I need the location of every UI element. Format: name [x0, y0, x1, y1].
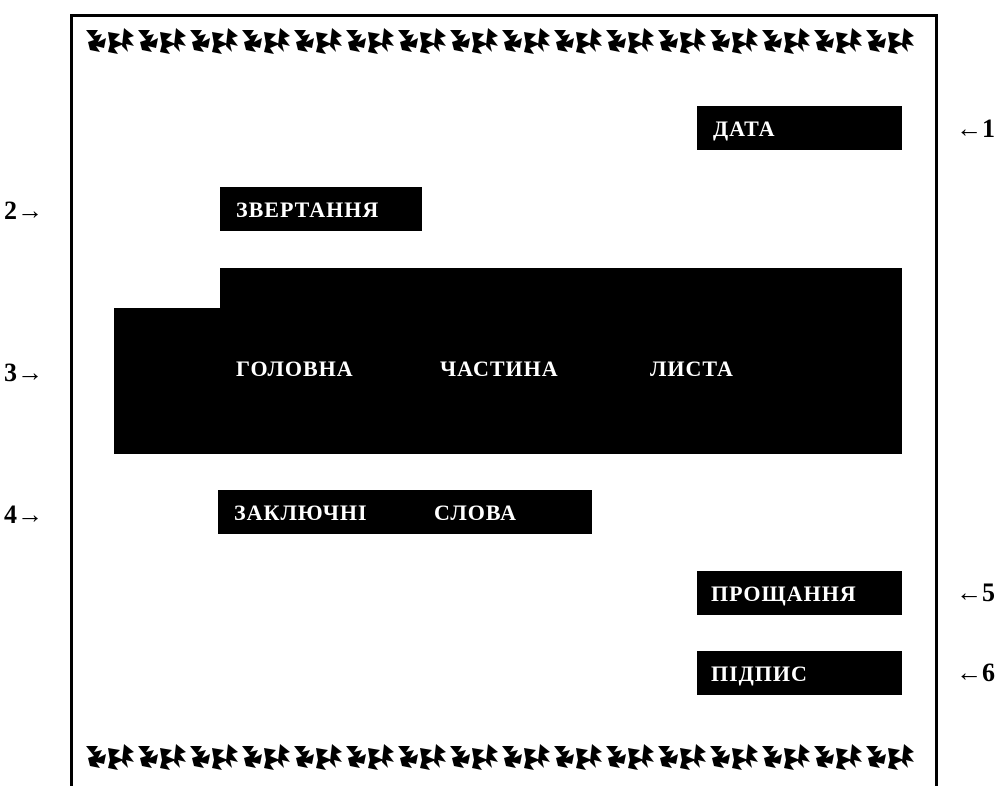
marker-1: ←1: [956, 114, 995, 144]
main-body-word3: ЛИСТА: [650, 356, 734, 382]
marker-6: ←6: [956, 658, 995, 688]
date-label: ДАТА: [713, 116, 776, 142]
floral-border-top-icon: [84, 24, 916, 58]
marker-2: 2→: [4, 196, 43, 226]
closing-words-block: ЗАКЛЮЧНІ СЛОВА: [218, 490, 592, 534]
signature-label: ПІДПИС: [711, 661, 808, 687]
marker-3: 3→: [4, 358, 43, 388]
marker-4: 4→: [4, 500, 43, 530]
farewell-block: ПРОЩАННЯ: [697, 571, 902, 615]
salutation-label: ЗВЕРТАННЯ: [236, 197, 379, 223]
marker-5: ←5: [956, 578, 995, 608]
closing-words-word2: СЛОВА: [434, 500, 517, 526]
farewell-label: ПРОЩАННЯ: [711, 581, 857, 607]
floral-border-bottom-icon: [84, 740, 916, 774]
main-body-word1: ГОЛОВНА: [236, 356, 354, 382]
signature-block: ПІДПИС: [697, 651, 902, 695]
closing-words-word1: ЗАКЛЮЧНІ: [234, 500, 368, 526]
main-body-word2: ЧАСТИНА: [440, 356, 559, 382]
salutation-block: ЗВЕРТАННЯ: [220, 187, 422, 231]
date-block: ДАТА: [697, 106, 902, 150]
